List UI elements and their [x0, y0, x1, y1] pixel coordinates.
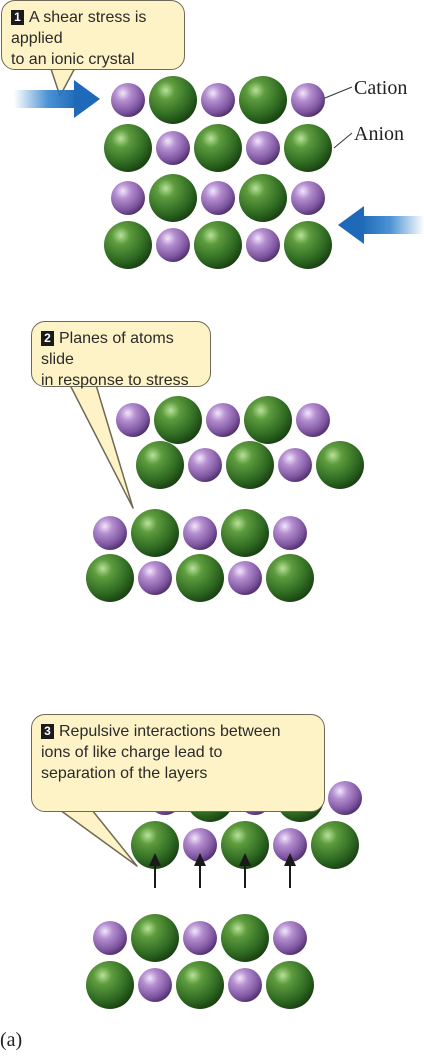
cation-sphere: [183, 921, 217, 955]
callout-text-line: Repulsive interactions between: [59, 723, 280, 740]
cation-sphere: [246, 131, 280, 165]
cation-sphere: [278, 448, 312, 482]
anion-sphere: [149, 174, 197, 222]
anion-sphere: [176, 961, 224, 1009]
callout-text-line: to an ionic crystal: [11, 51, 135, 68]
cation-sphere: [138, 561, 172, 595]
cation-sphere: [273, 921, 307, 955]
anion-sphere: [239, 76, 287, 124]
step-number-badge: 3: [41, 724, 54, 739]
cation-sphere: [201, 83, 235, 117]
anion-sphere: [194, 221, 242, 269]
cation-sphere: [138, 968, 172, 1002]
anion-sphere: [131, 509, 179, 557]
cation-sphere: [228, 561, 262, 595]
cation-sphere: [228, 968, 262, 1002]
anion-label: Anion: [354, 123, 404, 146]
anion-sphere: [266, 961, 314, 1009]
cation-label: Cation: [354, 77, 407, 100]
anion-sphere: [136, 441, 184, 489]
callout-text-line: ions of like charge lead to: [41, 744, 222, 761]
panel-label: (a): [0, 1029, 22, 1052]
anion-sphere: [316, 441, 364, 489]
cation-sphere: [183, 516, 217, 550]
cation-sphere: [188, 448, 222, 482]
anion-sphere: [284, 124, 332, 172]
ions-layer: [86, 76, 364, 1009]
anion-sphere: [131, 914, 179, 962]
anion-sphere: [104, 221, 152, 269]
anion-sphere: [86, 554, 134, 602]
cation-sphere: [291, 181, 325, 215]
cation-sphere: [111, 181, 145, 215]
anion-leader-line: [334, 133, 352, 148]
callout-3-pointer: [60, 810, 137, 866]
cation-sphere: [93, 921, 127, 955]
anion-sphere: [194, 124, 242, 172]
anion-sphere: [239, 174, 287, 222]
anion-sphere: [244, 396, 292, 444]
anion-sphere: [284, 221, 332, 269]
callout-text-line: A shear stress is applied: [11, 9, 146, 47]
cation-sphere: [156, 228, 190, 262]
anion-sphere: [154, 396, 202, 444]
cation-sphere: [206, 403, 240, 437]
cation-sphere: [246, 228, 280, 262]
step-number-badge: 1: [11, 10, 24, 25]
callout-text-line: in response to stress: [41, 372, 189, 389]
anion-sphere: [266, 554, 314, 602]
cation-sphere: [291, 83, 325, 117]
cation-sphere: [328, 781, 362, 815]
cation-sphere: [156, 131, 190, 165]
cation-sphere: [111, 83, 145, 117]
anion-sphere: [86, 961, 134, 1009]
callout-text-line: separation of the layers: [41, 765, 207, 782]
step-number-badge: 2: [41, 331, 54, 346]
anion-sphere: [104, 124, 152, 172]
anion-sphere: [149, 76, 197, 124]
cation-sphere: [93, 516, 127, 550]
cation-sphere: [201, 181, 235, 215]
cation-sphere: [296, 403, 330, 437]
callout-2-pointer: [70, 385, 133, 508]
force-arrow-left-icon: [338, 206, 424, 244]
anion-sphere: [221, 914, 269, 962]
anion-sphere: [311, 821, 359, 869]
anion-sphere: [226, 441, 274, 489]
cation-sphere: [116, 403, 150, 437]
anion-sphere: [221, 509, 269, 557]
anion-sphere: [176, 554, 224, 602]
callout-text-line: Planes of atoms slide: [41, 330, 174, 368]
callout-step-3: 3 Repulsive interactions between ions of …: [31, 714, 325, 812]
cation-sphere: [273, 516, 307, 550]
